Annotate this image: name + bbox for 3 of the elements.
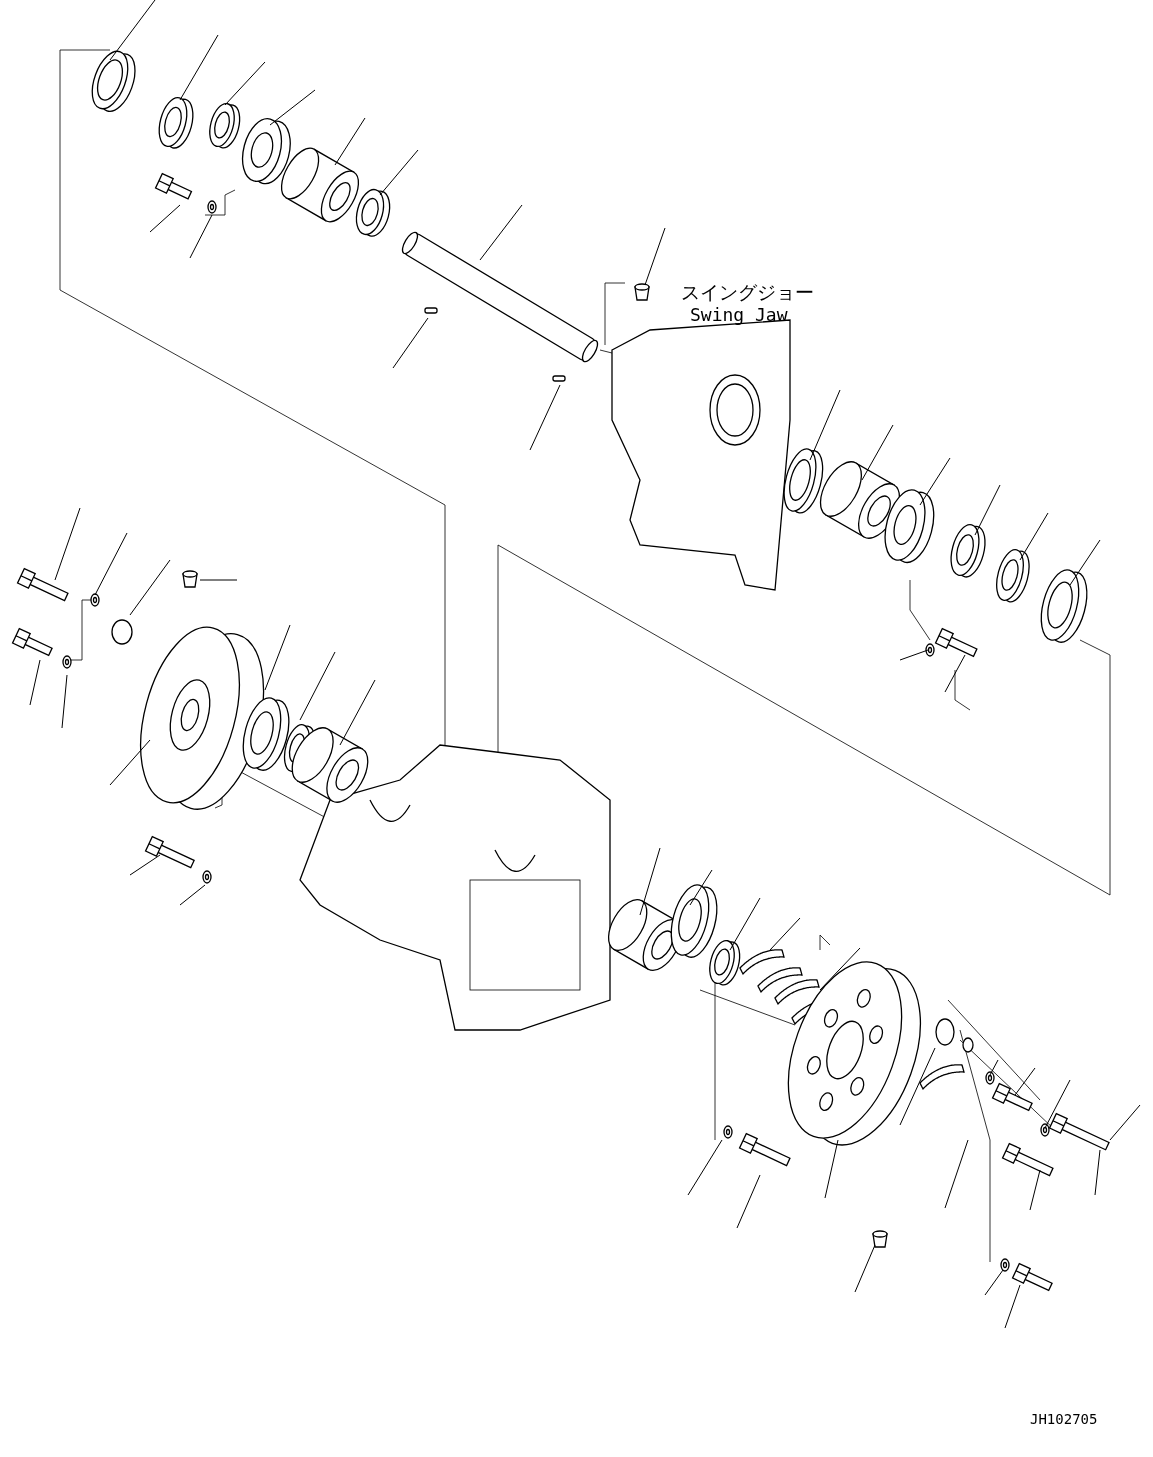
part-label: スイングジョー	[681, 283, 814, 302]
part-label: Swing Jaw	[690, 306, 788, 324]
drawing-number: JH102705	[1030, 1412, 1098, 1426]
